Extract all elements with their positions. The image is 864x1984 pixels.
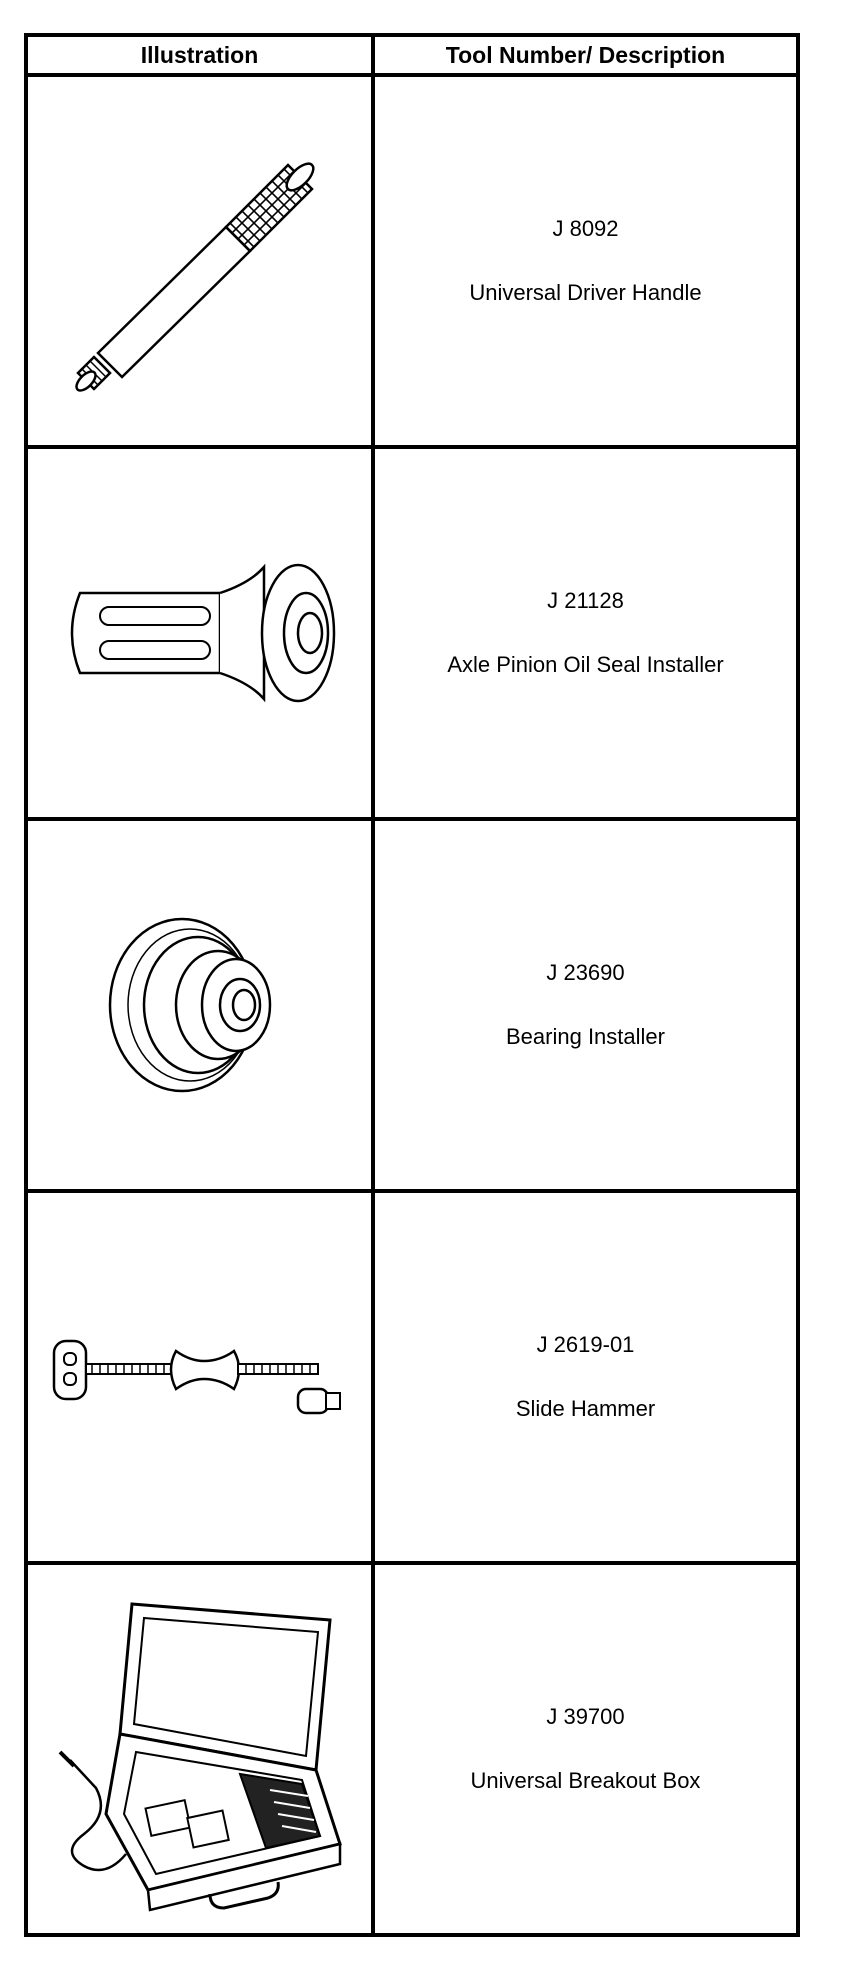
tool-description: Slide Hammer <box>515 1396 656 1421</box>
description-cell: J 23690 Bearing Installer <box>371 817 800 1193</box>
tool-description: Universal Breakout Box <box>470 1768 701 1793</box>
table-row: J 8092 Universal Driver Handle <box>24 73 800 449</box>
header-illustration: Illustration <box>24 33 375 77</box>
header-row: Illustration Tool Number/ Description <box>24 33 800 77</box>
tool-description: Axle Pinion Oil Seal Installer <box>447 652 724 677</box>
illustration-cell <box>24 73 375 449</box>
tool-number: J 21128 <box>547 588 624 613</box>
tool-number: J 39700 <box>546 1704 625 1729</box>
driver-handle-icon <box>74 162 315 392</box>
table-row: J 23690 Bearing Installer <box>24 817 800 1193</box>
header-tool-description: Tool Number/ Description <box>371 33 800 77</box>
illustration-cell <box>24 817 375 1193</box>
description-cell: J 2619-01 Slide Hammer <box>371 1189 800 1565</box>
table-row: J 2619-01 Slide Hammer <box>24 1189 800 1565</box>
illustration-cell <box>24 445 375 821</box>
bearing-installer-icon <box>108 917 271 1093</box>
tool-table: Illustration Tool Number/ Description <box>24 33 800 1937</box>
breakout-box-icon <box>58 1602 342 1912</box>
description-cell: J 21128 Axle Pinion Oil Seal Installer <box>371 445 800 821</box>
description-cell: J 8092 Universal Driver Handle <box>371 73 800 449</box>
table-row: J 21128 Axle Pinion Oil Seal Installer <box>24 445 800 821</box>
slide-hammer-icon <box>52 1339 341 1415</box>
tool-description: Bearing Installer <box>506 1024 665 1049</box>
table-row: J 39700 Universal Breakout Box <box>24 1561 800 1937</box>
illustration-cell <box>24 1561 375 1937</box>
seal-installer-icon <box>70 563 335 703</box>
tool-number: J 2619-01 <box>536 1332 635 1357</box>
tool-number: J 23690 <box>546 960 625 985</box>
tool-number: J 8092 <box>552 216 619 241</box>
tool-description: Universal Driver Handle <box>469 280 702 305</box>
description-cell: J 39700 Universal Breakout Box <box>371 1561 800 1937</box>
illustration-cell <box>24 1189 375 1565</box>
